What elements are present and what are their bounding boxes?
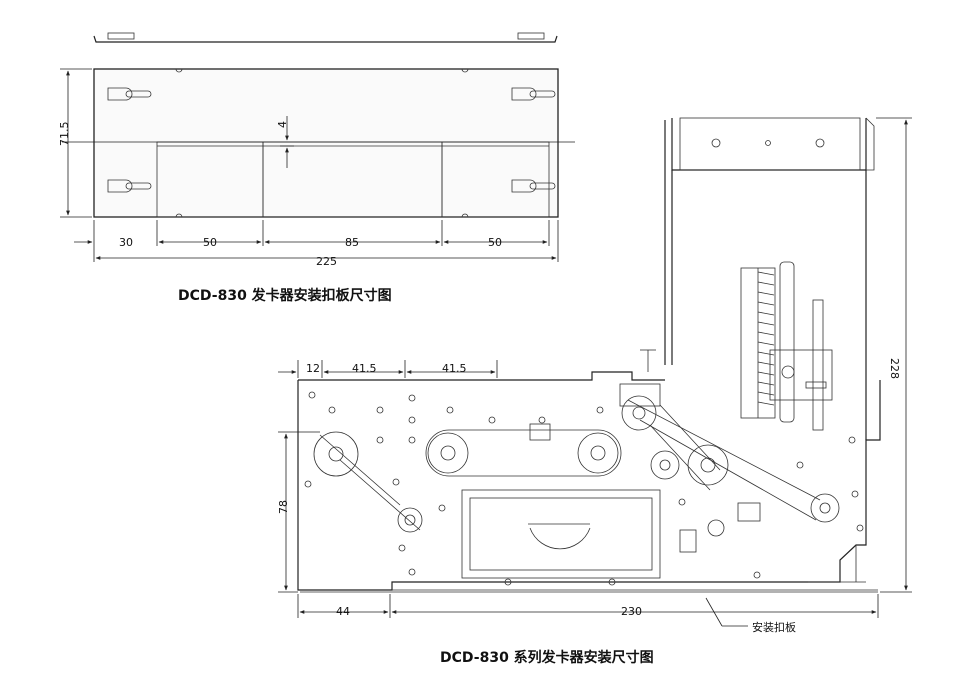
pulley (707, 519, 725, 537)
dim-height: 71.5 (58, 68, 92, 218)
keyhole-slot (511, 87, 556, 101)
adjust-knob (529, 349, 761, 553)
chassis (297, 371, 881, 593)
keyhole-slot (107, 179, 152, 193)
dim-width: 230 (621, 605, 642, 618)
dim-height-label: 71.5 (58, 122, 71, 147)
bottom-diagram-title: DCD-830 系列发卡器安装尺寸图 (440, 649, 654, 666)
top-plate-diagram: 71.5 4 30 50 85 50 225 D (58, 32, 575, 304)
dim-seg-b: 50 (203, 236, 217, 249)
pulley (313, 431, 359, 477)
dim-offset: 4 (276, 116, 294, 168)
pulley (397, 507, 423, 533)
dim-pitch-2: 41.5 (442, 362, 467, 375)
dim-seg-a: 30 (119, 236, 133, 249)
dim-seg-d: 50 (488, 236, 502, 249)
dim-segments: 30 50 85 50 225 (74, 220, 559, 268)
dim-height-right-label: 228 (888, 358, 901, 379)
callout-leader: 安装扣板 (705, 597, 796, 634)
dim-pitch-1: 41.5 (352, 362, 377, 375)
plate-outline (93, 68, 559, 218)
keyhole-slot (107, 87, 152, 101)
drive-belts (319, 399, 821, 531)
pulley (810, 493, 840, 523)
rack-scale (740, 261, 833, 431)
dim-offset-label: 4 (276, 121, 289, 128)
dispenser-diagram: 12 41.5 41.5 78 228 44 230 (277, 117, 912, 666)
mounting-holes (304, 391, 864, 586)
keyhole-slot (511, 179, 556, 193)
pulley (577, 432, 619, 474)
pulley (621, 395, 657, 431)
pulley (687, 444, 729, 486)
dim-height-left: 78 (277, 431, 320, 593)
dim-seg-c: 85 (345, 236, 359, 249)
pulley (650, 450, 680, 480)
dim-left-offset: 44 (336, 605, 350, 618)
dim-height-left-label: 78 (277, 500, 290, 514)
pulley (427, 432, 469, 474)
dim-total: 225 (316, 255, 337, 268)
callout-label: 安装扣板 (752, 620, 796, 634)
dim-height-right: 228 (876, 117, 912, 593)
tower-frame (664, 117, 875, 440)
dim-left-top: 12 (306, 362, 320, 375)
dim-bottom: 44 230 (297, 594, 879, 618)
plate-side-view (93, 32, 558, 43)
dim-pitch: 12 41.5 41.5 (278, 360, 498, 378)
top-diagram-title: DCD-830 发卡器安装扣板尺寸图 (178, 287, 392, 304)
